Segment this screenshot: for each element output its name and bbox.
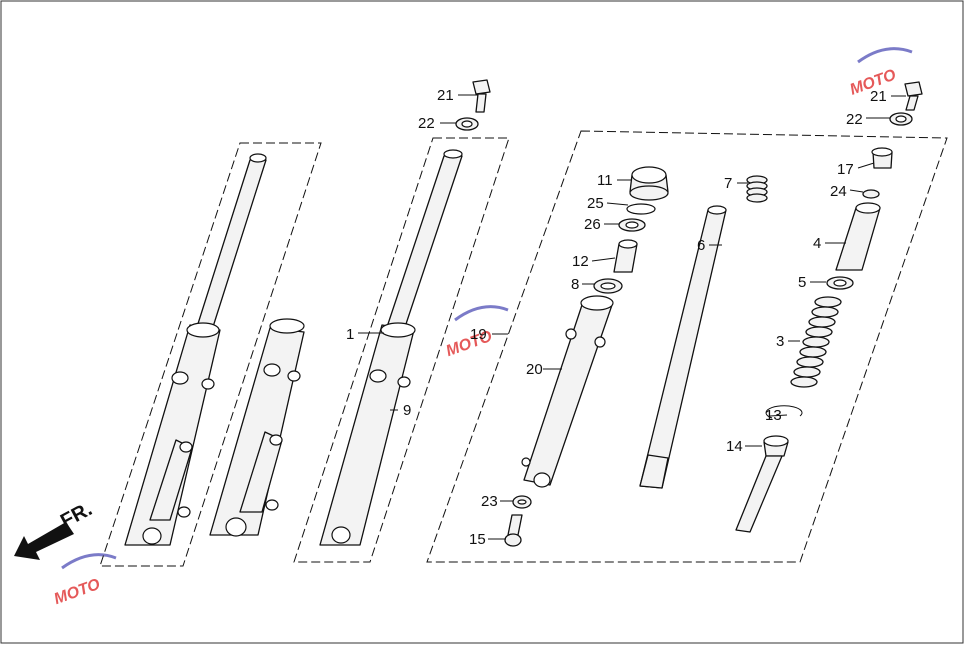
- fork-assembly-left: [124, 153, 267, 546]
- callout-1: 1: [346, 326, 354, 343]
- part-4-spacer: [835, 202, 881, 271]
- group-outline-internals: [426, 130, 948, 563]
- callout-22: 22: [418, 115, 435, 132]
- callout-11: 11: [597, 172, 613, 189]
- part-23-washer: [512, 495, 532, 509]
- group-outline-middle: [293, 137, 510, 563]
- part-24-clip: [626, 203, 656, 215]
- callout-21: 21: [437, 87, 454, 104]
- callout-26: 24: [830, 183, 847, 200]
- callout-5: 5: [798, 274, 806, 291]
- part-26-o-ring: [862, 189, 880, 199]
- leader-lines: [358, 94, 906, 540]
- part-17-outer-tube: [521, 295, 614, 488]
- part-25-oil-seal: [618, 218, 646, 232]
- part-14-damper-piston: [735, 435, 789, 533]
- watermark-logo: MOTO: [52, 553, 117, 608]
- bolt-21-right: [904, 81, 923, 111]
- part-13-circlip: [765, 405, 803, 419]
- callout-25: 26: [584, 216, 601, 233]
- callout-8: 8: [571, 276, 579, 293]
- callout-24: 25: [587, 195, 604, 212]
- part-12-bushing: [613, 239, 638, 273]
- callout-13: 13: [765, 407, 782, 424]
- part-20-cap-bolt: [871, 147, 893, 169]
- callout-21: 21: [870, 88, 887, 105]
- callout-9: 9: [403, 402, 411, 419]
- callout-20: 17: [837, 161, 854, 178]
- part-19-bolt: [504, 514, 523, 547]
- callout-22: 22: [846, 111, 863, 128]
- part-5-washer: [826, 276, 854, 290]
- group-outline-left: [99, 142, 322, 567]
- callout-15: 19: [470, 326, 487, 343]
- callout-3: 3: [776, 333, 784, 350]
- callout-6: 6: [697, 237, 705, 254]
- callout-14: 14: [726, 438, 743, 455]
- part-11-dust-seal: [629, 166, 669, 201]
- callout-12: 12: [572, 253, 589, 270]
- part-7-spring-short: [746, 175, 768, 203]
- fork-assembly-middle: [319, 149, 463, 546]
- part-6-damper-rod: [639, 205, 727, 489]
- callout-4: 4: [813, 235, 821, 252]
- part-3-main-spring: [790, 296, 842, 388]
- front-direction-arrow: [14, 522, 74, 560]
- callout-19: 15: [469, 531, 486, 548]
- callout-7: 7: [724, 175, 732, 192]
- bolt-21-middle: [472, 79, 491, 113]
- watermark-text: MOTO: [52, 576, 103, 608]
- part-8-washer: [593, 278, 623, 294]
- callout-17: 20: [526, 361, 543, 378]
- callout-23: 23: [481, 493, 498, 510]
- washer-22-middle: [455, 117, 479, 131]
- fork-slider-left: [209, 318, 305, 537]
- washer-22-right: [889, 112, 913, 126]
